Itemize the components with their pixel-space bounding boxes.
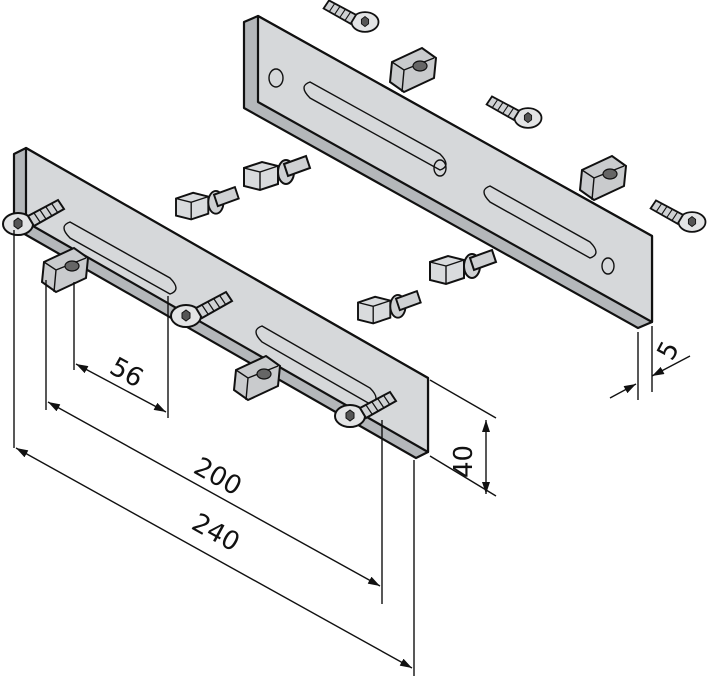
dim-240-line xyxy=(15,447,413,669)
dim-5-line-right xyxy=(651,355,691,377)
back-plate xyxy=(242,14,654,330)
extension-lines xyxy=(13,230,653,676)
dim-56-label: 56 xyxy=(105,352,148,394)
dim-200-label: 200 xyxy=(189,452,247,502)
dimension-lines xyxy=(15,355,691,669)
dim-240-label: 240 xyxy=(187,508,245,558)
dim-40-label: 40 xyxy=(449,445,479,478)
dim-5-line-left xyxy=(609,383,637,399)
